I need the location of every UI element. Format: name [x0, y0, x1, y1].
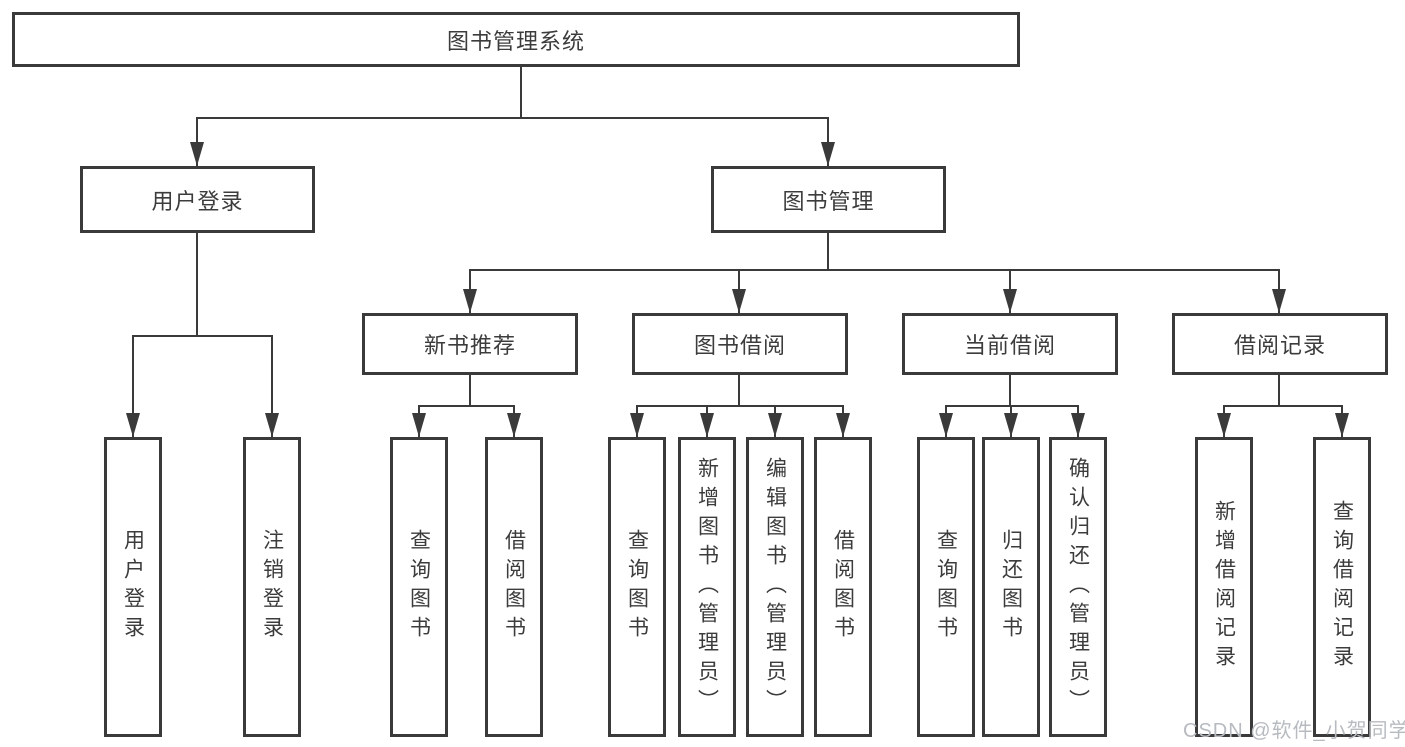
connector-line-v: [1278, 375, 1280, 405]
leaf-br-add-record: 新增借阅记录: [1195, 437, 1253, 737]
connector-arrow: [821, 117, 835, 166]
leaf-bb-borrow-books: 借阅图书: [814, 437, 872, 737]
leaf-bb-query-books: 查询图书: [608, 437, 666, 737]
node-book-borrow-label: 图书借阅: [693, 333, 786, 358]
leaf-cb-confirm-return-admin: 确认归还（管理员）: [1049, 437, 1107, 737]
node-user-login-label: 用户登录: [151, 188, 244, 214]
leaf-br-query-record: 查询借阅记录: [1313, 437, 1371, 737]
connector-line-h: [132, 335, 273, 337]
leaf-bb-add-books-admin: 新增图书（管理员）: [678, 437, 736, 737]
node-user-login: 用户登录: [80, 166, 315, 233]
connector-arrow: [1217, 405, 1231, 437]
connector-line-v: [196, 233, 198, 335]
leaf-bb-borrow-books-label: 借阅图书: [831, 529, 855, 645]
connector-arrow: [630, 405, 644, 437]
connector-arrow: [1335, 405, 1349, 437]
connector-arrow: [507, 405, 521, 437]
leaf-bb-query-books-label: 查询图书: [625, 529, 649, 645]
leaf-nb-query-books-label: 查询图书: [407, 529, 431, 645]
leaf-bb-edit-books-admin-label: 编辑图书（管理员）: [763, 456, 787, 718]
connector-arrow: [126, 335, 140, 437]
connector-arrow: [1003, 269, 1017, 313]
connector-arrow: [836, 405, 850, 437]
leaf-user-login-label: 用户登录: [121, 529, 145, 645]
node-new-book-recommend-label: 新书推荐: [423, 333, 516, 358]
connector-arrow: [265, 335, 279, 437]
node-book-management-label: 图书管理: [782, 188, 875, 214]
connector-arrow: [1004, 405, 1018, 437]
connector-arrow: [732, 269, 746, 313]
leaf-cb-return-books-label: 归还图书: [999, 529, 1023, 645]
connector-arrow: [190, 117, 204, 166]
leaf-user-login: 用户登录: [104, 437, 162, 737]
connector-line-h: [1223, 405, 1343, 407]
connector-line-v: [738, 375, 740, 405]
leaf-bb-add-books-admin-label: 新增图书（管理员）: [695, 456, 719, 718]
leaf-logout-label: 注销登录: [260, 529, 284, 645]
leaf-nb-borrow-books: 借阅图书: [485, 437, 543, 737]
leaf-logout: 注销登录: [243, 437, 301, 737]
leaf-br-add-record-label: 新增借阅记录: [1212, 500, 1236, 674]
leaf-cb-confirm-return-admin-label: 确认归还（管理员）: [1066, 456, 1090, 718]
connector-line-v: [827, 233, 829, 269]
node-root: 图书管理系统: [12, 12, 1020, 67]
node-current-borrow-label: 当前借阅: [963, 333, 1056, 358]
leaf-nb-borrow-books-label: 借阅图书: [502, 529, 526, 645]
connector-arrow: [1071, 405, 1085, 437]
leaf-cb-query-books-label: 查询图书: [934, 529, 958, 645]
connector-line-h: [945, 405, 1079, 407]
connector-line-v: [520, 67, 522, 117]
connector-line-h: [196, 117, 829, 119]
node-book-management: 图书管理: [711, 166, 946, 233]
node-current-borrow: 当前借阅: [902, 313, 1118, 375]
node-borrow-records-label: 借阅记录: [1233, 333, 1326, 358]
leaf-cb-return-books: 归还图书: [982, 437, 1040, 737]
connector-line-h: [469, 269, 1280, 271]
csdn-watermark: CSDN @软件_小贺同学: [1183, 720, 1405, 742]
connector-arrow: [768, 405, 782, 437]
connector-arrow: [939, 405, 953, 437]
node-borrow-records: 借阅记录: [1172, 313, 1388, 375]
leaf-bb-edit-books-admin: 编辑图书（管理员）: [746, 437, 804, 737]
connector-arrow: [1272, 269, 1286, 313]
node-root-label: 图书管理系统: [446, 28, 585, 54]
connector-arrow: [412, 405, 426, 437]
node-book-borrow: 图书借阅: [632, 313, 848, 375]
connector-arrow: [700, 405, 714, 437]
connector-line-h: [636, 405, 844, 407]
connector-line-v: [469, 375, 471, 405]
leaf-br-query-record-label: 查询借阅记录: [1330, 500, 1354, 674]
connector-line-v: [1009, 375, 1011, 405]
node-new-book-recommend: 新书推荐: [362, 313, 578, 375]
connector-line-h: [418, 405, 515, 407]
leaf-cb-query-books: 查询图书: [917, 437, 975, 737]
connector-arrow: [463, 269, 477, 313]
leaf-nb-query-books: 查询图书: [390, 437, 448, 737]
